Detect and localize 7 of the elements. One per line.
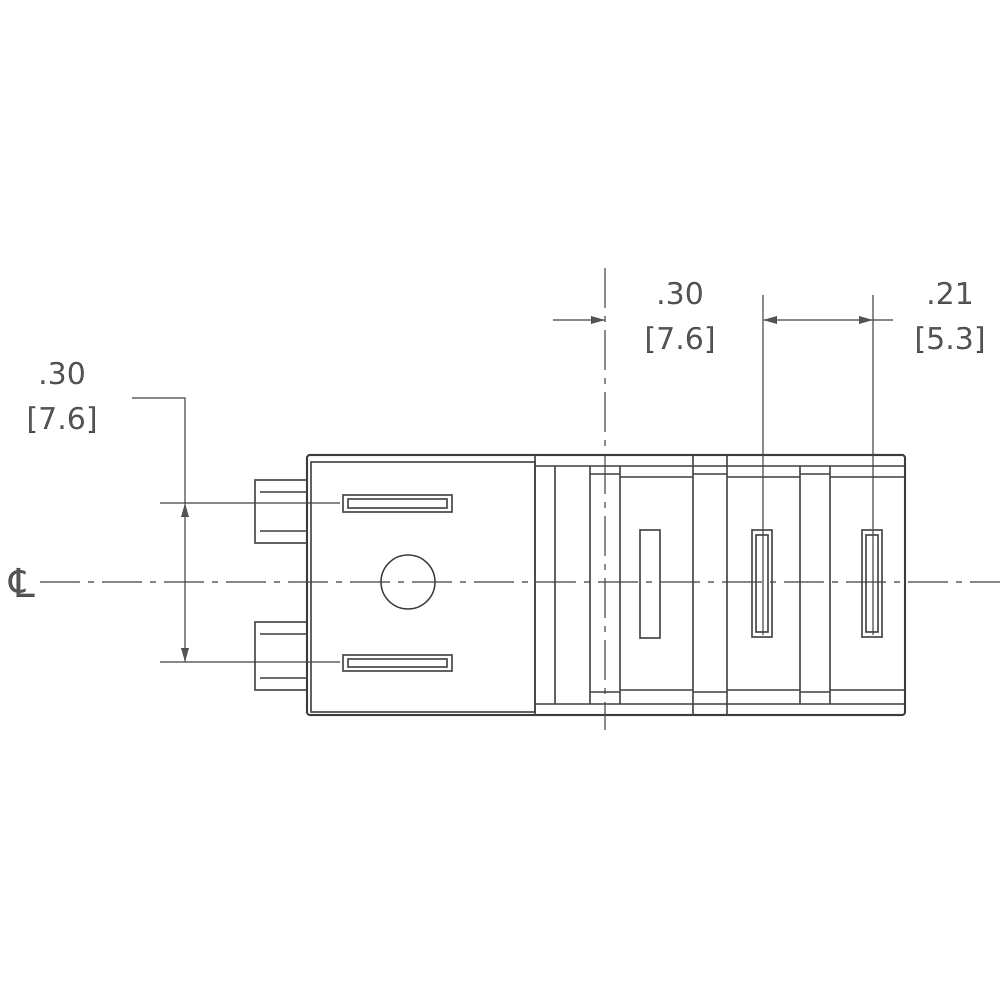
dimension-value: .21 [926,280,974,310]
dimension-value: .30 [656,280,704,310]
dimension-value: [7.6] [26,405,98,435]
centerline-symbol: ℄ [9,564,35,604]
dimension-value: [5.3] [914,325,986,355]
dimension-value: [7.6] [644,325,716,355]
dimension-value: .30 [38,360,86,390]
